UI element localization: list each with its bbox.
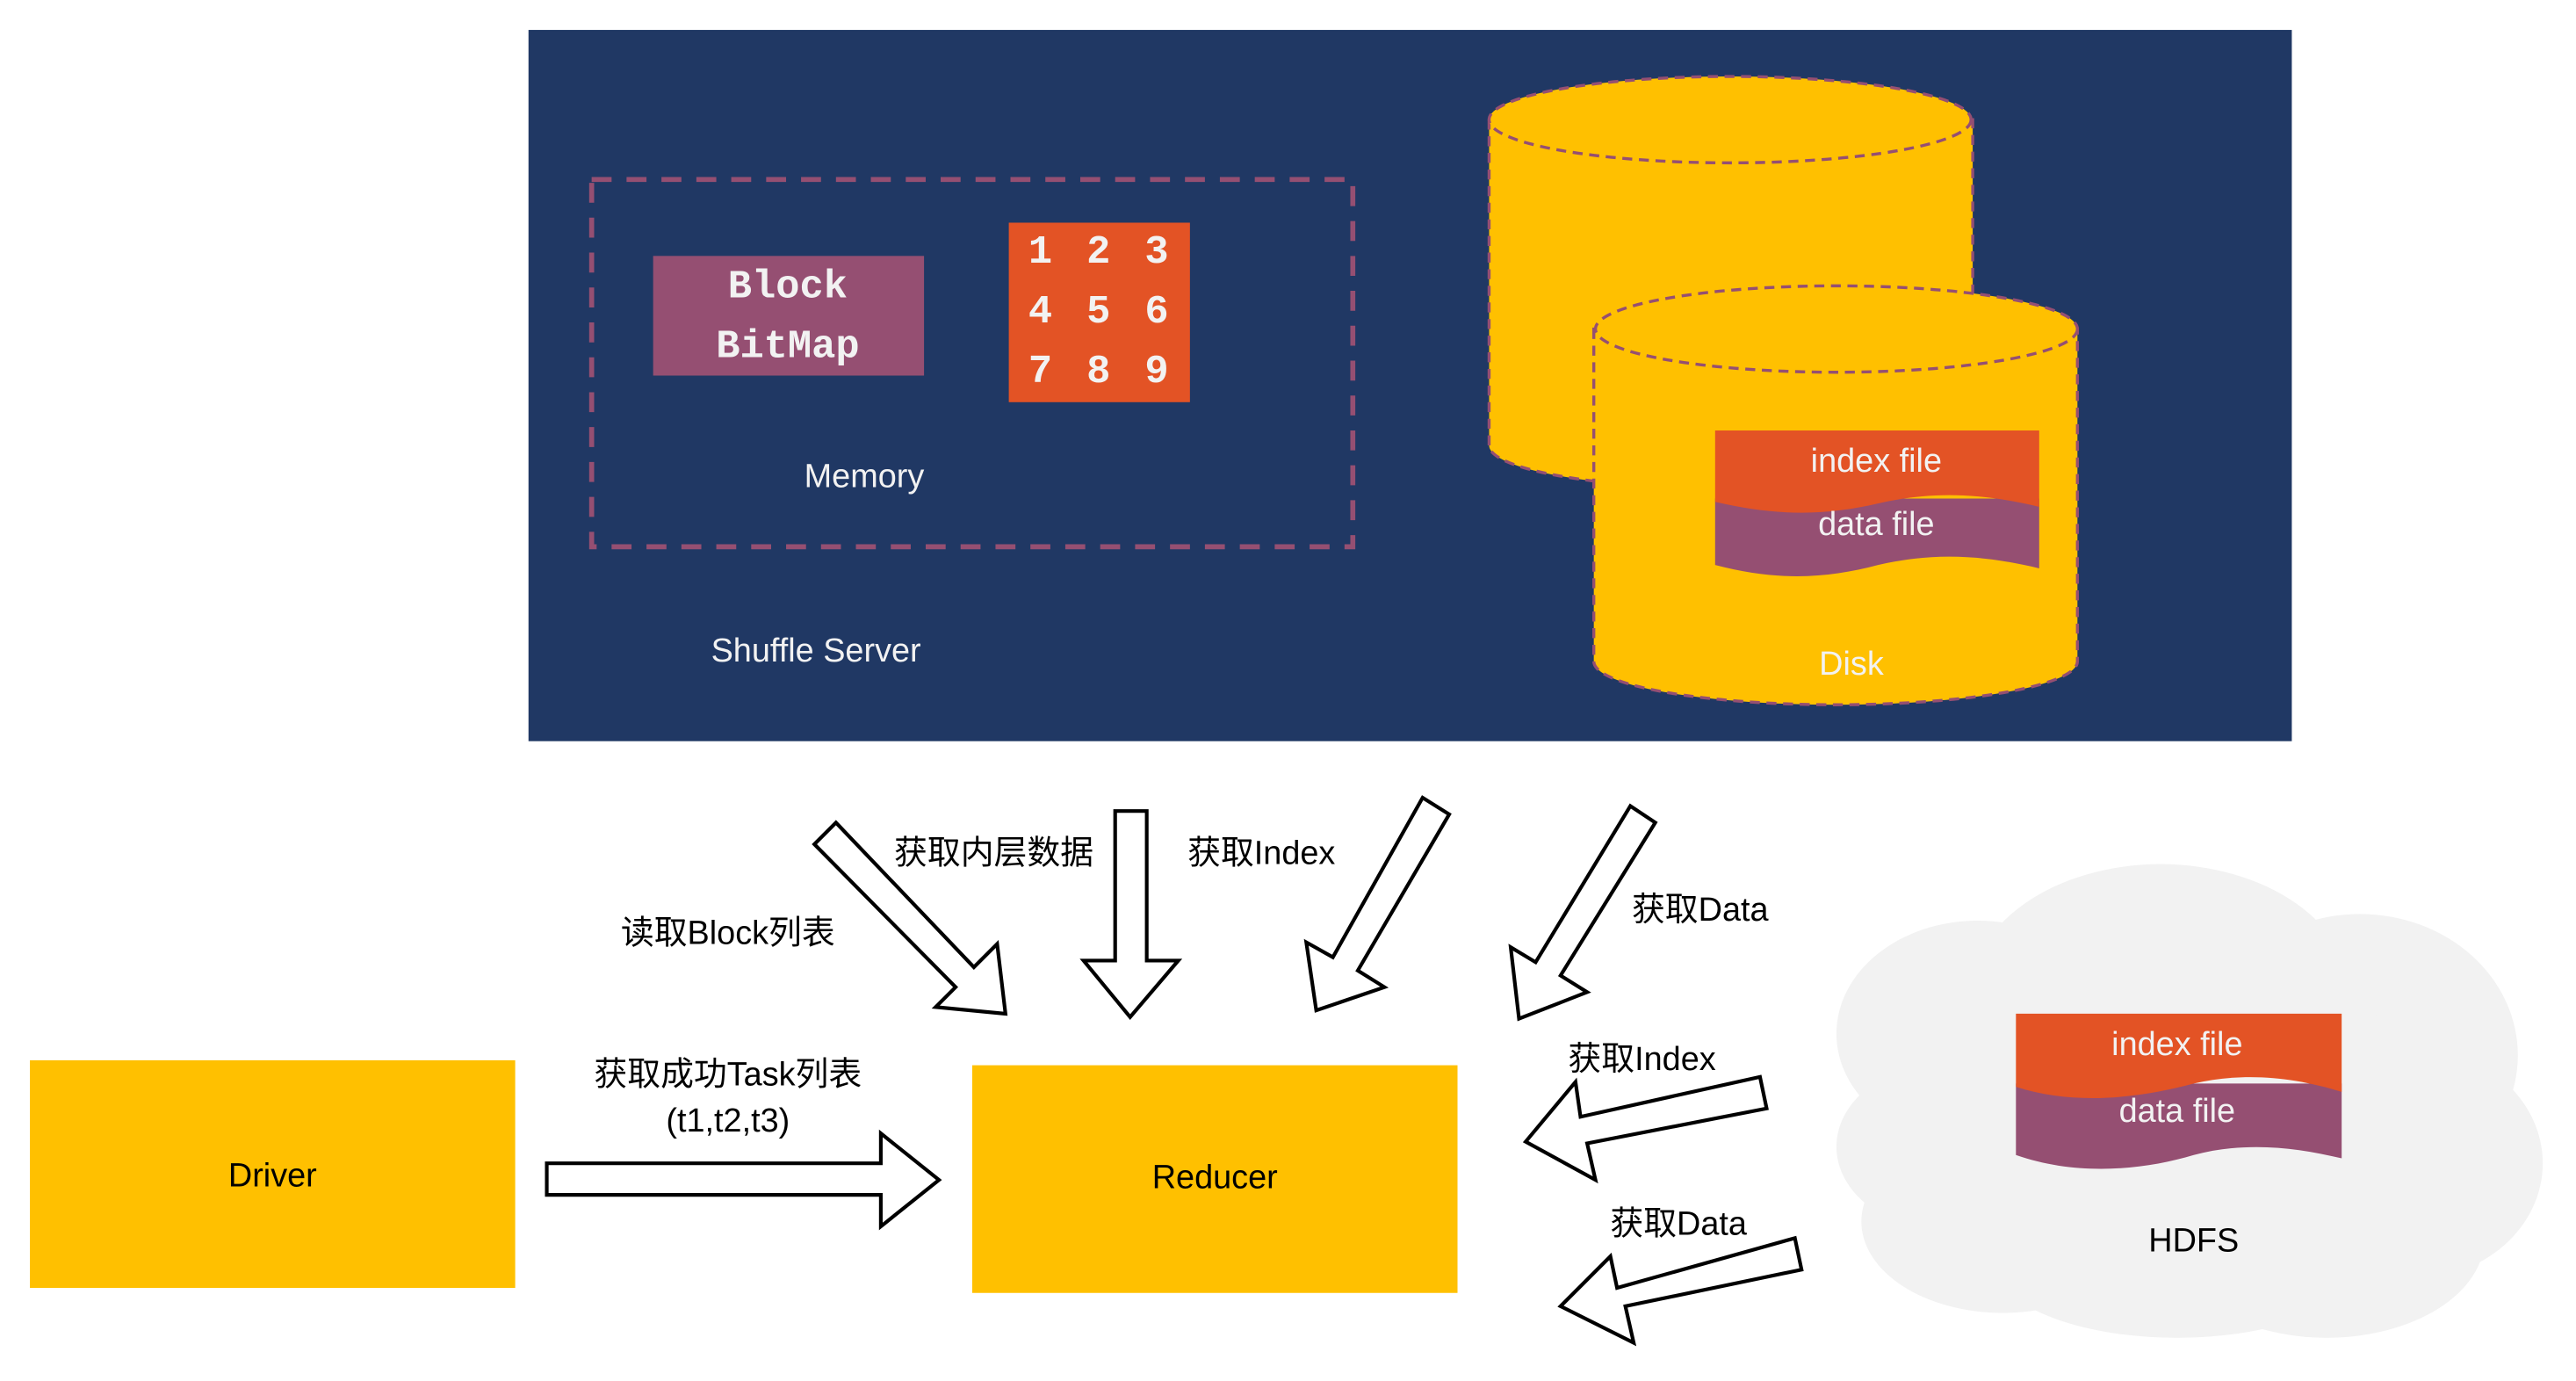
block-bitmap: Block BitMap <box>653 256 925 376</box>
arrow-get-memory-data <box>1079 809 1183 1020</box>
block-bitmap-line1: Block <box>728 264 848 310</box>
arrow-get-index-server <box>1303 795 1452 1013</box>
block-bitmap-line2: BitMap <box>716 324 859 370</box>
disk-file-stack: index file data file <box>1714 430 2039 576</box>
label-get-memory-data: 获取内层数据 <box>894 835 1093 872</box>
block-cell: 9 <box>1144 349 1168 394</box>
block-grid: 1 2 3 4 5 6 7 8 9 <box>1008 222 1190 402</box>
reducer-box[interactable] <box>971 1065 1458 1293</box>
hdfs-data-file-shape <box>2016 1083 2342 1169</box>
block-bitmap-box <box>653 256 925 376</box>
reducer-node[interactable]: Reducer <box>971 1065 1458 1293</box>
label-get-index-hdfs: 获取Index <box>1568 1041 1715 1078</box>
block-cell: 2 <box>1086 229 1110 275</box>
label-read-block-list: 读取Block列表 <box>621 915 835 951</box>
hdfs-data-file-label: data file <box>2119 1093 2236 1130</box>
hdfs-index-file-shape <box>2016 1013 2342 1099</box>
driver-node[interactable]: Driver <box>30 1059 516 1289</box>
memory-region <box>588 177 1356 550</box>
label-get-data-hdfs: 获取Data <box>1610 1206 1748 1243</box>
hdfs-index-file-label: index file <box>2111 1026 2242 1063</box>
block-cell: 4 <box>1028 289 1052 335</box>
shuffle-server: Block BitMap 1 2 3 4 5 6 7 8 9 Memory Sh… <box>528 30 2292 741</box>
reducer-label: Reducer <box>1152 1160 1278 1197</box>
block-cell: 3 <box>1144 229 1168 275</box>
arrow-get-data-server <box>1508 803 1658 1022</box>
disk-cylinder-front-top <box>1593 284 2080 374</box>
disk-cylinder-back-top <box>1487 75 1973 165</box>
label-get-task-list-line1: 获取成功Task列表 <box>594 1056 862 1093</box>
driver-box[interactable] <box>30 1059 516 1289</box>
block-cell: 5 <box>1086 289 1110 335</box>
edge-labels: 读取Block列表 获取内层数据 获取Index 获取Data 获取成功Task… <box>594 835 1769 1243</box>
block-cell: 6 <box>1144 289 1168 335</box>
arrow-get-data-hdfs <box>1557 1235 1804 1347</box>
disk-data-file-shape <box>1714 498 2039 576</box>
hdfs-cloud: index file data file HDFS <box>1836 864 2544 1338</box>
shuffle-server-label: Shuffle Server <box>711 633 921 669</box>
memory-label: Memory <box>805 458 925 495</box>
disk-data-file-label: data file <box>1818 506 1935 543</box>
arrow-read-block-list <box>812 820 1008 1016</box>
disk-index-file-shape <box>1714 430 2039 513</box>
block-cell: 1 <box>1028 229 1052 275</box>
block-cell: 7 <box>1028 349 1052 394</box>
disk-label: Disk <box>1819 646 1884 683</box>
hdfs-file-stack: index file data file <box>2016 1013 2342 1169</box>
label-get-index-server: 获取Index <box>1187 835 1335 872</box>
driver-label: Driver <box>228 1158 317 1195</box>
disk-index-file-label: index file <box>1811 443 1942 480</box>
disk-cylinder-front: index file data file Disk <box>1591 284 2080 706</box>
label-get-task-list-line2: (t1,t2,t3) <box>666 1103 790 1139</box>
block-cell: 8 <box>1086 349 1110 394</box>
arrow-get-index-hdfs <box>1522 1074 1769 1184</box>
block-grid-box <box>1008 222 1190 402</box>
arrows <box>545 795 1804 1347</box>
hdfs-label: HDFS <box>2148 1222 2239 1259</box>
arrow-driver-to-reducer <box>545 1129 942 1231</box>
label-get-data-server: 获取Data <box>1632 892 1770 929</box>
